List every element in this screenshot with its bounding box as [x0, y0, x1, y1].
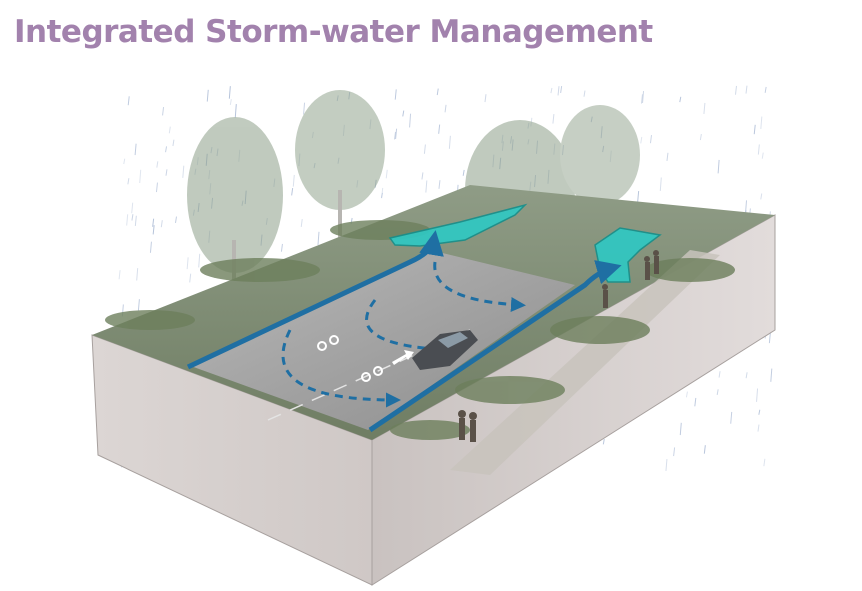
- flow-arrow-right-channel: [368, 260, 622, 433]
- car-icon: [412, 330, 478, 370]
- bicycle-icon: [317, 335, 383, 382]
- sidewalk: [450, 250, 720, 475]
- page-title: Integrated Storm-water Management: [14, 14, 653, 50]
- road-arrow-icon: [392, 350, 414, 365]
- flow-arrow-left-channel: [186, 230, 444, 370]
- pedestrian-icon: [458, 250, 659, 442]
- planter-right-face: [371, 214, 776, 586]
- road-surface: [188, 250, 575, 430]
- runoff-arrow-upper: [433, 261, 526, 312]
- runoff-arrow-lower: [281, 329, 401, 408]
